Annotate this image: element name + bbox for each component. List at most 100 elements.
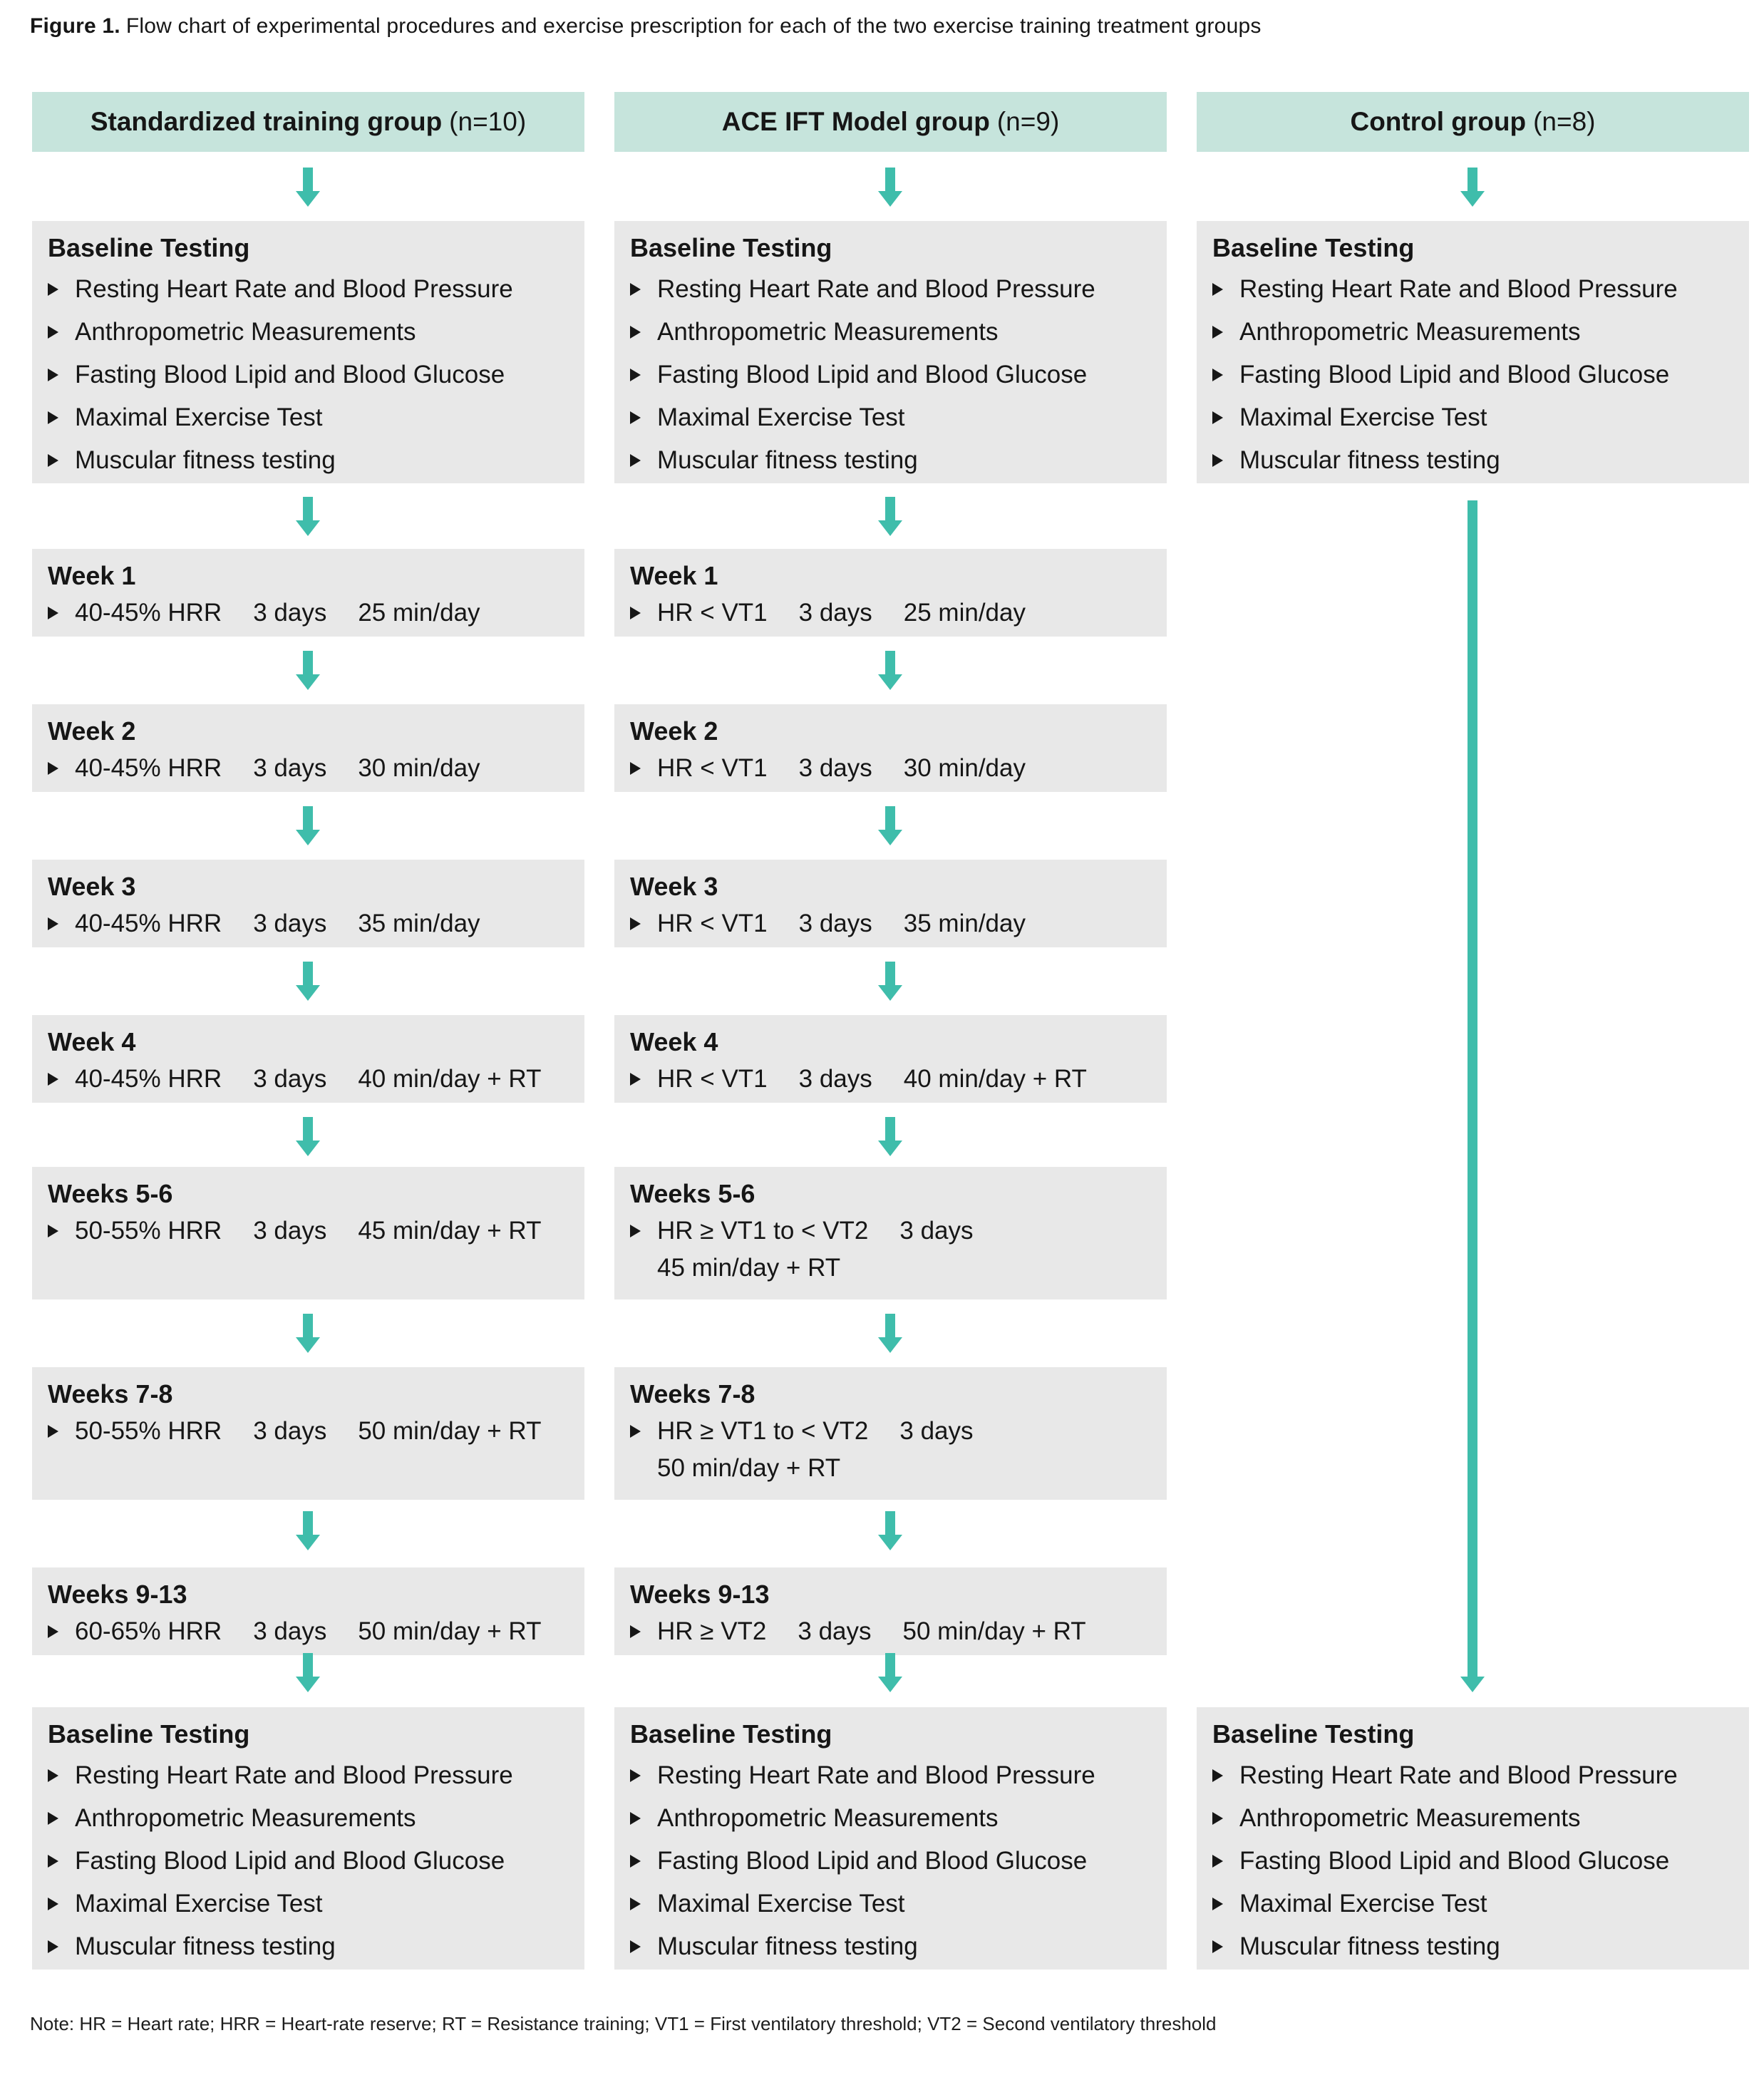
list-item: Anthropometric Measurements — [630, 311, 1151, 354]
bullet-triangle-icon — [48, 411, 58, 424]
list-item: Maximal Exercise Test — [48, 1883, 569, 1925]
bullet-triangle-icon — [48, 1625, 58, 1638]
down-arrow-icon — [296, 651, 320, 690]
list-item: Maximal Exercise Test — [1212, 396, 1733, 439]
box-title: Baseline Testing — [630, 233, 832, 262]
column-ace-ift: ACE IFT Model group (n=9) Baseline Testi… — [614, 0, 1167, 2085]
bullet-triangle-icon — [1212, 1940, 1223, 1953]
list-item: Muscular fitness testing — [630, 439, 1151, 482]
list-item: Fasting Blood Lipid and Blood Glucose — [48, 354, 569, 396]
down-arrow-icon — [296, 1314, 320, 1353]
down-arrow-icon — [296, 168, 320, 207]
bullet-triangle-icon — [48, 1769, 58, 1782]
box-title: Baseline Testing — [48, 1719, 250, 1749]
box-title: Week 4 — [630, 1027, 718, 1056]
down-arrow-icon — [296, 806, 320, 845]
group-header: ACE IFT Model group (n=9) — [614, 92, 1167, 152]
bullet-triangle-icon — [1212, 1898, 1223, 1910]
list-item: Anthropometric Measurements — [630, 1797, 1151, 1840]
baseline-testing-box: Baseline Testing Resting Heart Rate and … — [1197, 221, 1749, 483]
bullet-triangle-icon — [630, 607, 641, 619]
caption-text: Flow chart of experimental procedures an… — [125, 14, 1262, 38]
down-arrow-icon — [878, 168, 902, 207]
bullet-triangle-icon — [48, 1855, 58, 1868]
list-item: Resting Heart Rate and Blood Pressure — [1212, 268, 1733, 311]
bullet-triangle-icon — [48, 369, 58, 381]
bullet-triangle-icon — [630, 1225, 641, 1237]
caption-label: Figure 1. — [30, 14, 120, 38]
box-title: Weeks 7-8 — [48, 1379, 173, 1409]
bullet-triangle-icon — [48, 607, 58, 619]
bullet-triangle-icon — [1212, 1812, 1223, 1825]
baseline-testing-box: Baseline Testing Resting Heart Rate and … — [614, 221, 1167, 483]
bullet-triangle-icon — [48, 326, 58, 339]
baseline-testing-box: Baseline Testing Resting Heart Rate and … — [614, 1707, 1167, 1970]
bullet-triangle-icon — [48, 1940, 58, 1953]
list-item: Maximal Exercise Test — [630, 396, 1151, 439]
list-item: Maximal Exercise Test — [630, 1883, 1151, 1925]
list-item: Fasting Blood Lipid and Blood Glucose — [48, 1840, 569, 1883]
bullet-triangle-icon — [630, 369, 641, 381]
list-item: Resting Heart Rate and Blood Pressure — [1212, 1754, 1733, 1797]
box-title: Baseline Testing — [630, 1719, 832, 1749]
bullet-triangle-icon — [1212, 283, 1223, 296]
figure-note: Note: HR = Heart rate; HRR = Heart-rate … — [30, 2013, 1217, 2034]
bullet-triangle-icon — [48, 1073, 58, 1086]
bullet-triangle-icon — [630, 1769, 641, 1782]
box-title: Week 2 — [48, 716, 136, 746]
box-title: Baseline Testing — [48, 233, 250, 262]
list-item: Resting Heart Rate and Blood Pressure — [630, 1754, 1151, 1797]
bullet-triangle-icon — [1212, 369, 1223, 381]
down-arrow-icon — [878, 651, 902, 690]
list-item: Muscular fitness testing — [1212, 439, 1733, 482]
bullet-triangle-icon — [48, 1425, 58, 1438]
list-item: Anthropometric Measurements — [48, 311, 569, 354]
box-title: Weeks 9-13 — [48, 1580, 187, 1609]
group-name: Control group — [1350, 107, 1527, 136]
box-title: Baseline Testing — [1212, 233, 1415, 262]
down-arrow-icon — [296, 962, 320, 1001]
bullet-triangle-icon — [630, 1855, 641, 1868]
group-header: Control group (n=8) — [1197, 92, 1749, 152]
list-item: Muscular fitness testing — [48, 1925, 569, 1968]
group-n: (n=9) — [996, 107, 1060, 136]
list-item: Muscular fitness testing — [1212, 1925, 1733, 1968]
group-n: (n=10) — [449, 107, 527, 136]
list-item: Resting Heart Rate and Blood Pressure — [630, 268, 1151, 311]
bullet-triangle-icon — [48, 454, 58, 467]
down-arrow-icon — [296, 1117, 320, 1156]
baseline-testing-box: Baseline Testing Resting Heart Rate and … — [1197, 1707, 1749, 1970]
column-control: Control group (n=8) Baseline Testing Res… — [1197, 0, 1749, 2085]
bullet-triangle-icon — [48, 762, 58, 775]
group-name: Standardized training group — [90, 107, 443, 136]
box-title: Weeks 7-8 — [630, 1379, 755, 1409]
down-arrow-icon — [878, 1117, 902, 1156]
list-item: Resting Heart Rate and Blood Pressure — [48, 1754, 569, 1797]
bullet-triangle-icon — [48, 917, 58, 930]
list-item: Fasting Blood Lipid and Blood Glucose — [1212, 354, 1733, 396]
down-arrow-icon — [878, 806, 902, 845]
down-arrow-icon — [878, 1314, 902, 1353]
down-arrow-icon — [296, 1653, 320, 1692]
bullet-triangle-icon — [630, 1812, 641, 1825]
down-arrow-icon — [296, 497, 320, 536]
list-item: Fasting Blood Lipid and Blood Glucose — [630, 1840, 1151, 1883]
down-arrow-icon — [878, 1653, 902, 1692]
box-title: Weeks 9-13 — [630, 1580, 770, 1609]
